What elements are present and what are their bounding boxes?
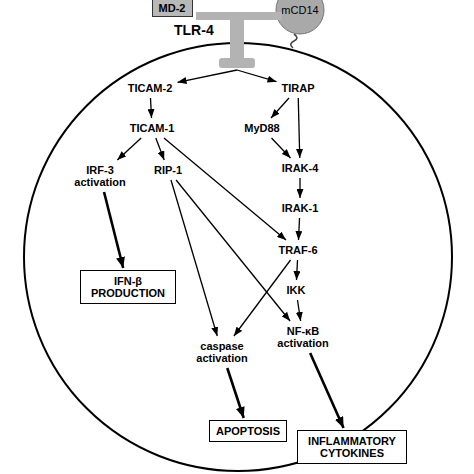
process-label: NF-κB activation <box>269 323 337 351</box>
node-label: IRF-3 activation <box>69 164 131 188</box>
node-label: IRAK-1 <box>282 202 319 214</box>
node-label: INFLAMMATORY CYTOKINES <box>304 435 400 459</box>
cd14-anchor <box>291 34 297 48</box>
circle-outline <box>276 0 324 34</box>
node-label: MD-2 <box>159 2 186 14</box>
signal-arrow <box>299 178 300 198</box>
receptor-stem <box>230 19 244 60</box>
node-label: TICAM-2 <box>128 82 173 94</box>
protein-label: TICAM-1 <box>127 120 178 136</box>
signal-arrow <box>176 180 290 321</box>
coreceptor-box: MD-2 <box>152 0 193 17</box>
receptor-shape: TLR-4 <box>170 6 285 70</box>
node-label: MyD88 <box>244 122 279 134</box>
protein-label: RIP-1 <box>151 162 186 178</box>
signal-arrow <box>237 70 277 82</box>
signal-arrow <box>234 260 291 336</box>
signal-arrow <box>298 98 300 158</box>
outcome-box: IFN-β PRODUCTION <box>80 270 176 304</box>
node-label: NF-κB activation <box>272 325 334 349</box>
connector-group <box>104 70 344 428</box>
node-label: TICAM-1 <box>130 122 175 134</box>
process-label: IRF-3 activation <box>66 162 134 190</box>
receptor-ectodomain <box>196 12 282 20</box>
signal-arrow <box>227 368 243 418</box>
node-label: TRAF-6 <box>278 244 317 256</box>
signal-arrow <box>297 260 298 280</box>
protein-label: IKK <box>284 282 309 298</box>
protein-label: IRAK-1 <box>279 200 322 216</box>
outcome-box: APOPTOSIS <box>209 420 287 442</box>
signal-arrow <box>117 138 141 160</box>
node-label: caspase activation <box>191 340 253 364</box>
protein-label: MyD88 <box>241 120 283 136</box>
signal-arrow <box>151 98 152 118</box>
node-label: IKK <box>287 284 306 296</box>
node-label: TLR-4 <box>174 22 214 38</box>
signal-arrow <box>104 192 123 268</box>
node-label: APOPTOSIS <box>216 425 280 437</box>
protein-label: IRAK-4 <box>279 160 322 176</box>
signal-arrow <box>156 138 164 160</box>
process-label: caspase activation <box>188 338 256 366</box>
signal-arrow <box>164 138 286 240</box>
signal-arrow <box>271 98 289 118</box>
signal-arrow <box>178 70 238 82</box>
receptor-outline <box>170 6 285 70</box>
protein-label: TICAM-2 <box>125 80 176 96</box>
signal-arrow <box>171 180 217 336</box>
node-label: IFN-β PRODUCTION <box>87 275 169 299</box>
receptor-tir-domain <box>219 58 255 68</box>
protein-label: TRAF-6 <box>275 242 321 258</box>
signal-arrow <box>298 218 299 240</box>
node-label: IRAK-4 <box>282 162 319 174</box>
node-label: mCD14 <box>281 4 318 16</box>
signal-arrow <box>297 300 300 321</box>
cell-membrane <box>24 43 452 471</box>
signal-arrow <box>310 353 343 428</box>
protein-label: TIRAP <box>279 80 318 96</box>
node-label: TIRAP <box>282 82 315 94</box>
signal-arrow <box>272 138 291 158</box>
outcome-box: INFLAMMATORY CYTOKINES <box>297 430 407 464</box>
node-label: RIP-1 <box>154 164 182 176</box>
coreceptor-circle: mCD14 <box>275 0 325 35</box>
